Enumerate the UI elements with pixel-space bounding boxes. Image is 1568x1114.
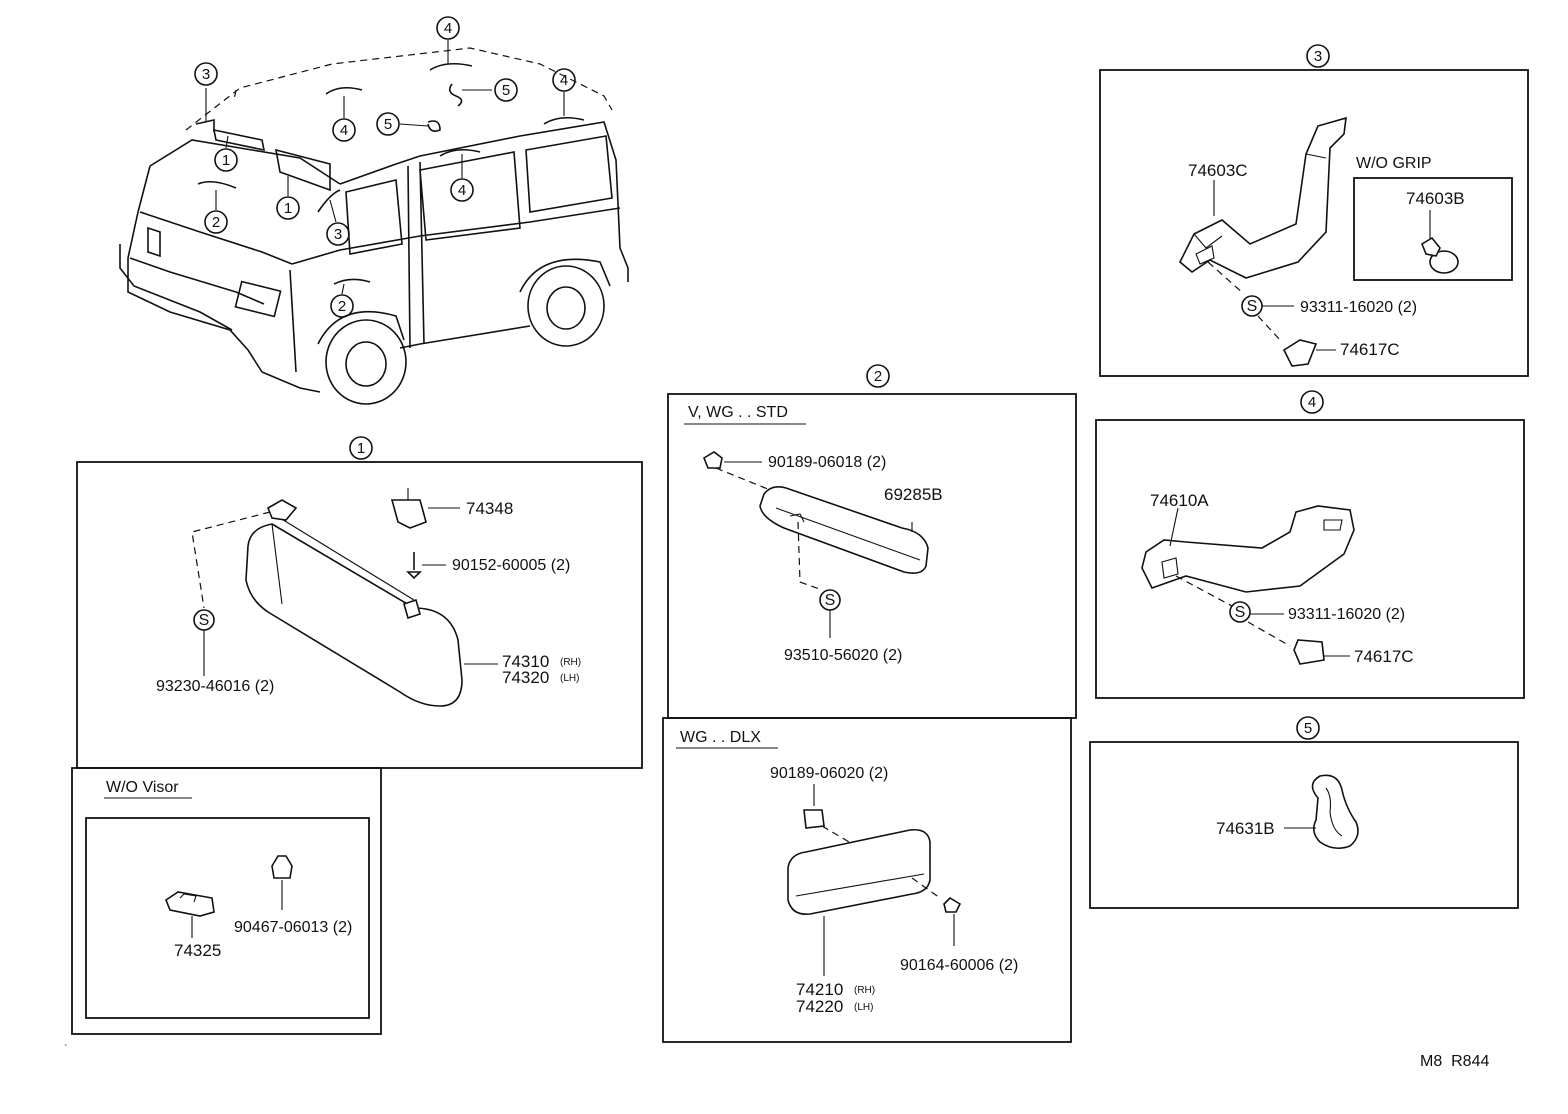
section-2-grips: 2 V, WG . . STD 90189-06018 (2) 69285B S…: [662, 364, 1077, 1043]
section-5-number: 5: [1304, 720, 1312, 737]
callout-4-c: 4: [340, 122, 348, 139]
tag-rh-2: (RH): [854, 985, 875, 996]
visor-pivot: [266, 499, 298, 521]
label-74603B: 74603B: [1406, 189, 1465, 208]
roof-outline: [185, 47, 613, 131]
van-callouts: 3 4 5 4 4 5 1 2 1 3 4 2: [194, 16, 576, 318]
label-74210: 74210: [796, 980, 843, 999]
label-74617C-b: 74617C: [1354, 647, 1414, 666]
section-1-visor: 1 74348 90152-60005 (2) S 93230-46016 (2…: [76, 436, 643, 769]
hook-74631B: [1311, 774, 1359, 850]
label-74610A: 74610A: [1150, 491, 1209, 510]
callout-5-a: 5: [502, 82, 510, 99]
s-symbol-3: S: [1247, 298, 1258, 315]
cover-74617C-a: [1282, 339, 1318, 367]
side-body: [339, 121, 629, 282]
callout-4-a: 4: [444, 20, 452, 37]
windshield: [149, 139, 341, 185]
tag-rh-1: (RH): [560, 657, 581, 668]
grip-69285B: [759, 486, 929, 574]
section-3-frame: [1099, 69, 1529, 377]
diagram-code: M8 R844: [1420, 1053, 1489, 1070]
front-window: [345, 179, 403, 255]
headlight: [234, 280, 282, 318]
retainer-74348: [390, 499, 427, 529]
std-title: V, WG . . STD: [688, 404, 788, 421]
without-grip-title: W/O GRIP: [1356, 155, 1432, 172]
callout-2-a: 2: [212, 214, 220, 231]
rear-wheel: [527, 265, 605, 347]
label-90152-60005: 90152-60005 (2): [452, 557, 570, 574]
without-visor-inner-frame: [85, 817, 370, 1019]
nut-90189-06020: [803, 809, 825, 829]
label-74320: 74320: [502, 668, 549, 687]
label-74220: 74220: [796, 997, 843, 1016]
callout-3-a: 3: [202, 66, 210, 83]
callout-5-b: 5: [384, 116, 392, 133]
label-90467-06013: 90467-06013 (2): [234, 919, 352, 936]
rear-window: [525, 135, 613, 213]
visor-panel: [245, 523, 463, 707]
label-90164-60006: 90164-60006 (2): [900, 957, 1018, 974]
label-74617C-a: 74617C: [1340, 340, 1400, 359]
van-illustration: [119, 47, 629, 405]
label-74325: 74325: [174, 941, 221, 960]
callout-3-b: 3: [334, 226, 342, 243]
dlx-title: WG . . DLX: [680, 729, 761, 746]
van-visor-right: [274, 148, 331, 192]
section-2-number: 2: [874, 368, 882, 385]
callout-2-b: 2: [338, 298, 346, 315]
section-3-assist-grip: 3 74603C S 93311-16020 (2) 74617C W/O GR…: [1099, 44, 1529, 377]
label-74603C: 74603C: [1188, 161, 1248, 180]
section-4-number: 4: [1308, 394, 1316, 411]
section-1-without-visor: W/O Visor 74325 90467-06013 (2): [71, 767, 382, 1035]
label-93510-56020: 93510-56020 (2): [784, 647, 902, 664]
cover-74617C-b: [1293, 639, 1325, 665]
s-symbol-2: S: [825, 592, 836, 609]
section-4-roof-grip: 4 74610A S 93311-16020 (2) 74617C: [1095, 390, 1525, 699]
plug-74603B: [1429, 250, 1459, 274]
label-74310: 74310: [502, 652, 549, 671]
section-5-hook: 5 74631B: [1089, 716, 1519, 909]
svg-text:`: `: [64, 1043, 67, 1055]
label-93230-46016: 93230-46016 (2): [156, 678, 274, 695]
without-visor-title: W/O Visor: [106, 779, 179, 796]
callout-4-b: 4: [560, 72, 568, 89]
section-3-number: 3: [1314, 48, 1322, 65]
section-5-frame: [1089, 741, 1519, 909]
grip-74610A: [1141, 505, 1355, 593]
van-visor-left: [212, 128, 266, 152]
s-symbol-4: S: [1235, 604, 1246, 621]
label-93311-16020-a: 93311-16020 (2): [1300, 299, 1417, 316]
s-symbol-1: S: [199, 612, 210, 629]
section-2-dlx-frame: [662, 717, 1072, 1043]
screw-90164: [943, 896, 962, 913]
label-90189-06018: 90189-06018 (2): [768, 454, 886, 471]
without-grip-frame: [1353, 177, 1513, 281]
holder-74325: [165, 891, 215, 917]
clip-90467: [271, 855, 293, 879]
grip-74603C: [1179, 116, 1347, 279]
front-bumper: [119, 244, 233, 331]
middle-window: [419, 151, 521, 241]
label-90189-06020: 90189-06020 (2): [770, 765, 888, 782]
grip-74210: [787, 828, 931, 916]
label-74348: 74348: [466, 499, 513, 518]
label-93311-16020-b: 93311-16020 (2): [1288, 606, 1405, 623]
tag-lh-2: (LH): [854, 1002, 873, 1013]
front-wheel: [325, 319, 407, 405]
callout-4-d: 4: [458, 182, 466, 199]
section-1-number: 1: [357, 440, 365, 457]
section-4-frame: [1095, 419, 1525, 699]
callout-1-b: 1: [284, 200, 292, 217]
tag-lh-1: (LH): [560, 673, 579, 684]
label-74631B: 74631B: [1216, 819, 1275, 838]
label-69285B: 69285B: [884, 485, 943, 504]
front-body: [127, 165, 263, 373]
nut-90189-06018: [703, 451, 723, 469]
without-visor-frame: [71, 767, 382, 1035]
callout-1-a: 1: [222, 152, 230, 169]
